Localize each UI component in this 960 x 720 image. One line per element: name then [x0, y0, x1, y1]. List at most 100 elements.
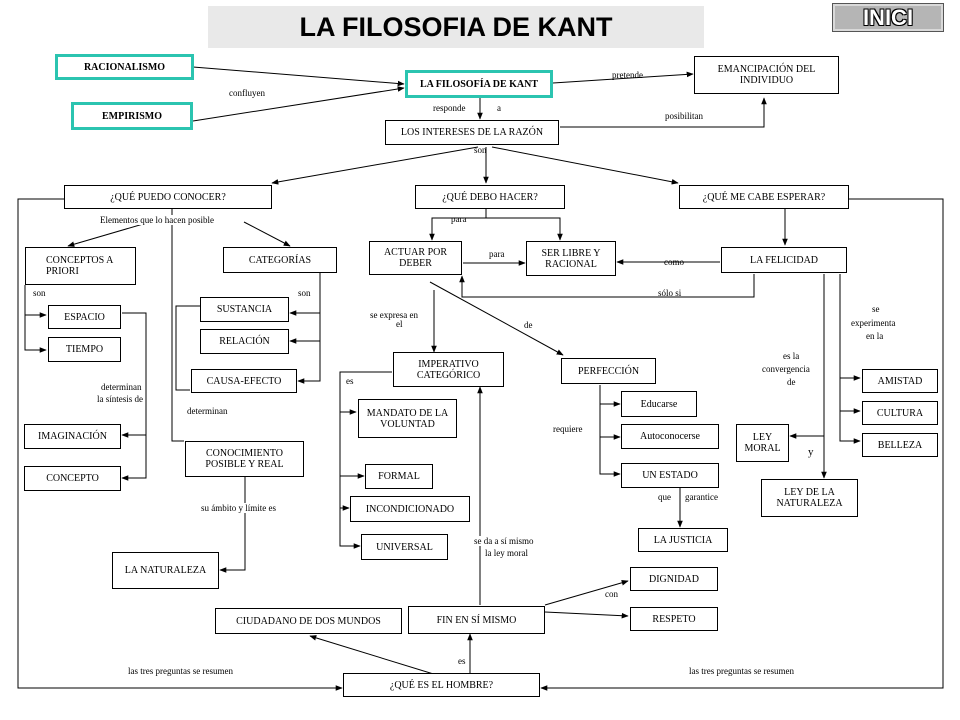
node-causa-efecto: CAUSA-EFECTO [191, 369, 297, 393]
label-es-bottom: es [458, 656, 466, 666]
label-y: y [808, 446, 814, 458]
node-universal: UNIVERSAL [361, 534, 448, 560]
page-title: LA FILOSOFIA DE KANT [208, 6, 704, 48]
edge-debo-ser [486, 217, 563, 241]
label-elementos: Elementos que lo hacen posible [100, 215, 214, 225]
node-ser-libre: SER LIBRE Y RACIONAL [526, 241, 616, 276]
label-de: de [524, 320, 533, 330]
label-es-la-1: es la [783, 351, 800, 361]
node-imaginacion: IMAGINACIÓN [24, 424, 121, 449]
label-con: con [605, 589, 618, 599]
node-puedo-conocer: ¿QUÉ PUEDO CONOCER? [64, 185, 272, 209]
node-cultura: CULTURA [862, 401, 938, 425]
edge-empirismo-filosofia [192, 86, 405, 122]
edge-actuar-perfeccion [429, 281, 564, 356]
label-garantice: garantice [685, 492, 718, 502]
edge-fin-respeto [544, 611, 629, 619]
label-determinan-cat: determinan [187, 406, 228, 416]
edge-intereses-puedo [271, 146, 479, 185]
edge-filosofia-emancipacion [552, 71, 694, 84]
label-su-ambito: su ámbito y límite es [201, 503, 276, 513]
label-responde: responde [433, 103, 466, 113]
inici-button[interactable]: INICI [832, 3, 944, 32]
node-relacion: RELACIÓN [200, 329, 289, 354]
node-emancipacion: EMANCIPACIÓN DEL INDIVIDUO [694, 56, 839, 94]
edge-elementos-conceptos [67, 221, 151, 247]
node-tiempo: TIEMPO [48, 337, 121, 362]
edge-felicidad-cultura [839, 378, 861, 414]
node-belleza: BELLEZA [862, 433, 938, 457]
node-educarse: Educarse [621, 391, 697, 417]
label-a: a [497, 103, 501, 113]
node-un-estado: UN ESTADO [621, 463, 719, 488]
node-espacio: ESPACIO [48, 305, 121, 329]
label-se-da-2: la ley moral [485, 548, 528, 558]
node-ciudadano: CIUDADANO DE DOS MUNDOS [215, 608, 402, 634]
node-respeto: RESPETO [630, 607, 718, 631]
node-filosofia-kant[interactable]: LA FILOSOFÍA DE KANT [405, 70, 553, 98]
edge-intereses-emancipacion [560, 97, 767, 128]
node-amistad: AMISTAD [862, 369, 938, 393]
edge-categorias-relacion [289, 313, 321, 344]
edge-felicidad-actuar [459, 274, 755, 298]
edge-imperativo-mandato [339, 371, 392, 415]
node-concepto: CONCEPTO [24, 466, 121, 491]
node-cabe-esperar: ¿QUÉ ME CABE ESPERAR? [679, 185, 849, 209]
label-se-da-1: se da a sí mismo [474, 536, 534, 546]
label-se-expresa-2: el [396, 319, 403, 329]
edge-debo-para [429, 209, 487, 241]
label-es-la-3: de [787, 377, 796, 387]
label-son-left: son [33, 288, 46, 298]
label-determinan-1: determinan [101, 382, 142, 392]
node-conceptos-priori: CONCEPTOS A PRIORI [25, 247, 136, 285]
label-se-experimenta-2: experimenta [851, 318, 896, 328]
node-actuar-deber: ACTUAR POR DEBER [369, 241, 462, 275]
node-debo-hacer: ¿QUÉ DEBO HACER? [415, 185, 565, 209]
edge-elementos-conocimiento [171, 225, 184, 442]
node-empirismo[interactable]: EMPIRISMO [71, 102, 193, 130]
label-como: como [664, 257, 684, 267]
edge-conceptos-tiempo [24, 315, 47, 353]
label-solo-si: sólo si [658, 288, 682, 298]
edge-espacio-determinan [121, 312, 147, 481]
edge-imperativo-incondicionado [339, 412, 350, 511]
edge-perfeccion-autoconocerse [599, 404, 621, 440]
label-son-top: son [474, 145, 487, 155]
label-se-experimenta-3: en la [866, 331, 884, 341]
edge-conocimiento-naturaleza [219, 477, 246, 573]
node-mandato: MANDATO DE LA VOLUNTAD [358, 399, 457, 438]
label-se-experimenta-1: se [872, 304, 880, 314]
node-fin-en-si: FIN EN SÍ MISMO [408, 606, 545, 634]
node-que-es-hombre: ¿QUÉ ES EL HOMBRE? [343, 673, 540, 697]
node-sustancia: SUSTANCIA [200, 297, 289, 322]
edge-perfeccion-estado [599, 437, 621, 477]
label-es-imperativo: es [346, 376, 354, 386]
node-conocimiento-posible: CONOCIMIENTO POSIBLE Y REAL [185, 441, 304, 477]
node-la-felicidad: LA FELICIDAD [721, 247, 847, 273]
label-requiere: requiere [553, 424, 583, 434]
edge-hombre-ciudadano [309, 635, 441, 677]
node-ley-moral: LEY MORAL [736, 424, 789, 462]
edge-elementos-categorias [243, 221, 291, 247]
label-para-mid: para [489, 249, 505, 259]
label-confluyen: confluyen [229, 88, 265, 98]
node-dignidad: DIGNIDAD [630, 567, 718, 591]
node-la-naturaleza: LA NATURALEZA [112, 552, 219, 589]
edge-puedo-hombre [17, 198, 343, 691]
label-tres-left: las tres preguntas se resumen [128, 666, 233, 676]
node-perfeccion: PERFECCIÓN [561, 358, 656, 384]
label-tres-right: las tres preguntas se resumen [689, 666, 794, 676]
node-categorias: CATEGORÍAS [223, 247, 337, 273]
label-para-top: para [451, 214, 467, 224]
node-autoconocerse: Autoconocerse [621, 424, 719, 449]
node-imperativo: IMPERATIVO CATEGÓRICO [393, 352, 504, 387]
node-incondicionado: INCONDICIONADO [350, 496, 470, 522]
node-ley-naturaleza: LEY DE LA NATURALEZA [761, 479, 858, 517]
edge-categorias-determinan [175, 305, 200, 391]
node-la-justicia: LA JUSTICIA [638, 528, 728, 552]
edge-imperativo-universal [339, 508, 361, 549]
label-posibilitan: posibilitan [665, 111, 703, 121]
edge-fin-dignidad [544, 580, 629, 606]
label-pretende: pretende [612, 70, 643, 80]
node-racionalismo[interactable]: RACIONALISMO [55, 54, 194, 80]
